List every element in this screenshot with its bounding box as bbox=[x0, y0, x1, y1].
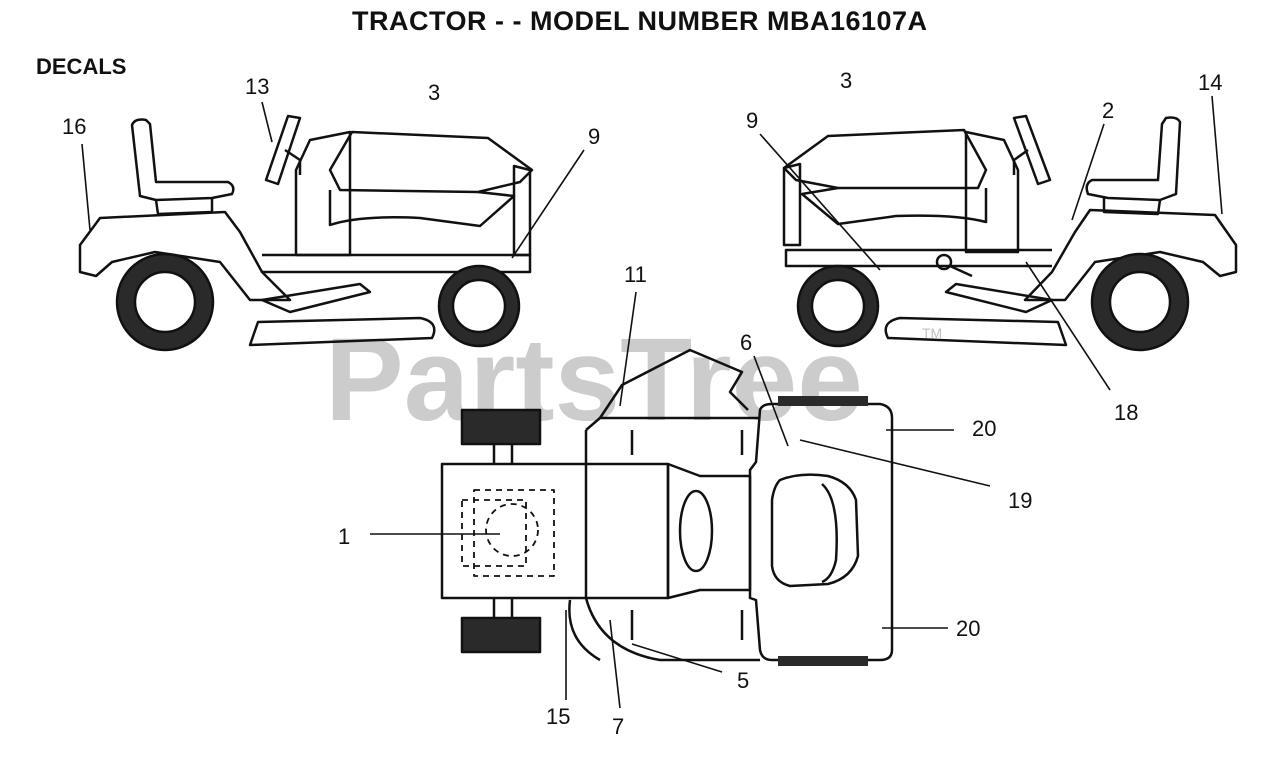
top-hood-decal-outline bbox=[473, 489, 555, 577]
section-label: DECALS bbox=[36, 54, 127, 79]
leader-2 bbox=[1071, 123, 1105, 221]
callout-20-top: 20 bbox=[972, 416, 996, 441]
right-mower-deck bbox=[884, 316, 1068, 347]
leader-7 bbox=[609, 619, 621, 709]
callout-18: 18 bbox=[1114, 400, 1138, 425]
leader-19 bbox=[799, 439, 991, 487]
callout-9-left: 9 bbox=[588, 124, 600, 149]
left-seat bbox=[130, 118, 235, 202]
top-front-wheel-upper bbox=[460, 408, 542, 446]
callout-7: 7 bbox=[612, 714, 624, 739]
callout-5: 5 bbox=[737, 668, 749, 693]
tractor-right-side-view bbox=[782, 114, 1238, 352]
callout-6: 6 bbox=[740, 330, 752, 355]
top-deck-outline bbox=[584, 430, 760, 662]
callout-3-left: 3 bbox=[428, 80, 440, 105]
leader-5 bbox=[631, 643, 723, 673]
right-dash bbox=[964, 130, 1020, 254]
diagram-title: TRACTOR - - MODEL NUMBER MBA16107A bbox=[352, 6, 928, 36]
right-steering-wheel bbox=[1012, 114, 1052, 186]
right-hood-side bbox=[800, 186, 988, 226]
right-front-wheel-hub bbox=[810, 278, 866, 334]
right-lever bbox=[949, 264, 973, 278]
leader-16 bbox=[81, 143, 91, 231]
callout-11: 11 bbox=[624, 262, 647, 287]
left-dash bbox=[294, 130, 352, 257]
tractor-left-side-view bbox=[78, 114, 534, 352]
left-front-wheel-hub bbox=[451, 278, 507, 334]
leader-9-left bbox=[511, 149, 585, 259]
top-rear-body bbox=[748, 402, 894, 662]
right-frame bbox=[784, 248, 1052, 268]
top-rear-wheel-lower bbox=[778, 656, 868, 666]
right-rear-wheel-hub bbox=[1108, 270, 1172, 334]
callout-19: 19 bbox=[1008, 488, 1032, 513]
callout-14: 14 bbox=[1198, 70, 1222, 95]
left-footrest bbox=[260, 282, 372, 314]
left-rear-wheel-hub bbox=[133, 270, 197, 334]
right-seat-base bbox=[1102, 198, 1162, 216]
callout-3-right: 3 bbox=[840, 68, 852, 93]
top-steering-wheel bbox=[678, 489, 714, 573]
watermark-trademark: TM bbox=[922, 325, 942, 341]
top-front-axle bbox=[492, 444, 514, 618]
left-seat-base bbox=[154, 198, 214, 216]
callout-15: 15 bbox=[546, 704, 570, 729]
left-hood bbox=[328, 130, 534, 194]
leader-14 bbox=[1211, 95, 1223, 215]
callout-labels: 16 13 3 9 3 9 2 14 11 6 18 20 19 1 20 5 … bbox=[62, 68, 1222, 739]
top-deck-belt-cover bbox=[568, 599, 601, 662]
left-frame bbox=[262, 253, 532, 274]
top-hood-decal-circle bbox=[485, 503, 539, 557]
leader-9-right bbox=[759, 133, 881, 271]
right-rear-fender bbox=[1023, 208, 1238, 302]
top-front-wheel-lower bbox=[460, 616, 542, 654]
top-seat-back bbox=[821, 483, 838, 584]
right-footrest bbox=[944, 282, 1054, 314]
title-bar: TRACTOR - - MODEL NUMBER MBA16107A bbox=[0, 0, 1280, 40]
top-hood bbox=[440, 462, 670, 600]
callout-13: 13 bbox=[245, 74, 269, 99]
leader-13 bbox=[261, 101, 273, 143]
right-lever-knob bbox=[935, 253, 953, 271]
top-discharge-chute bbox=[598, 348, 749, 419]
left-rear-fender bbox=[78, 210, 292, 302]
top-deck-edge bbox=[585, 416, 760, 431]
leader-lines bbox=[81, 95, 1223, 709]
left-mower-deck bbox=[248, 316, 436, 347]
leader-6 bbox=[753, 355, 789, 447]
leader-18 bbox=[1025, 261, 1111, 391]
right-hood bbox=[782, 128, 988, 190]
left-steering-wheel bbox=[264, 114, 302, 186]
watermark-text: PartsTree bbox=[325, 314, 863, 446]
leader-11 bbox=[619, 291, 637, 407]
top-rear-wheel-upper bbox=[778, 396, 868, 406]
callout-9-right: 9 bbox=[746, 108, 758, 133]
callout-16: 16 bbox=[62, 114, 86, 139]
top-seat bbox=[770, 473, 860, 588]
callout-1: 1 bbox=[338, 524, 350, 549]
tractor-top-view bbox=[440, 348, 894, 666]
callout-2: 2 bbox=[1102, 98, 1114, 123]
callout-20-bottom: 20 bbox=[956, 616, 980, 641]
right-seat bbox=[1085, 116, 1182, 202]
left-hood-side bbox=[328, 190, 516, 228]
